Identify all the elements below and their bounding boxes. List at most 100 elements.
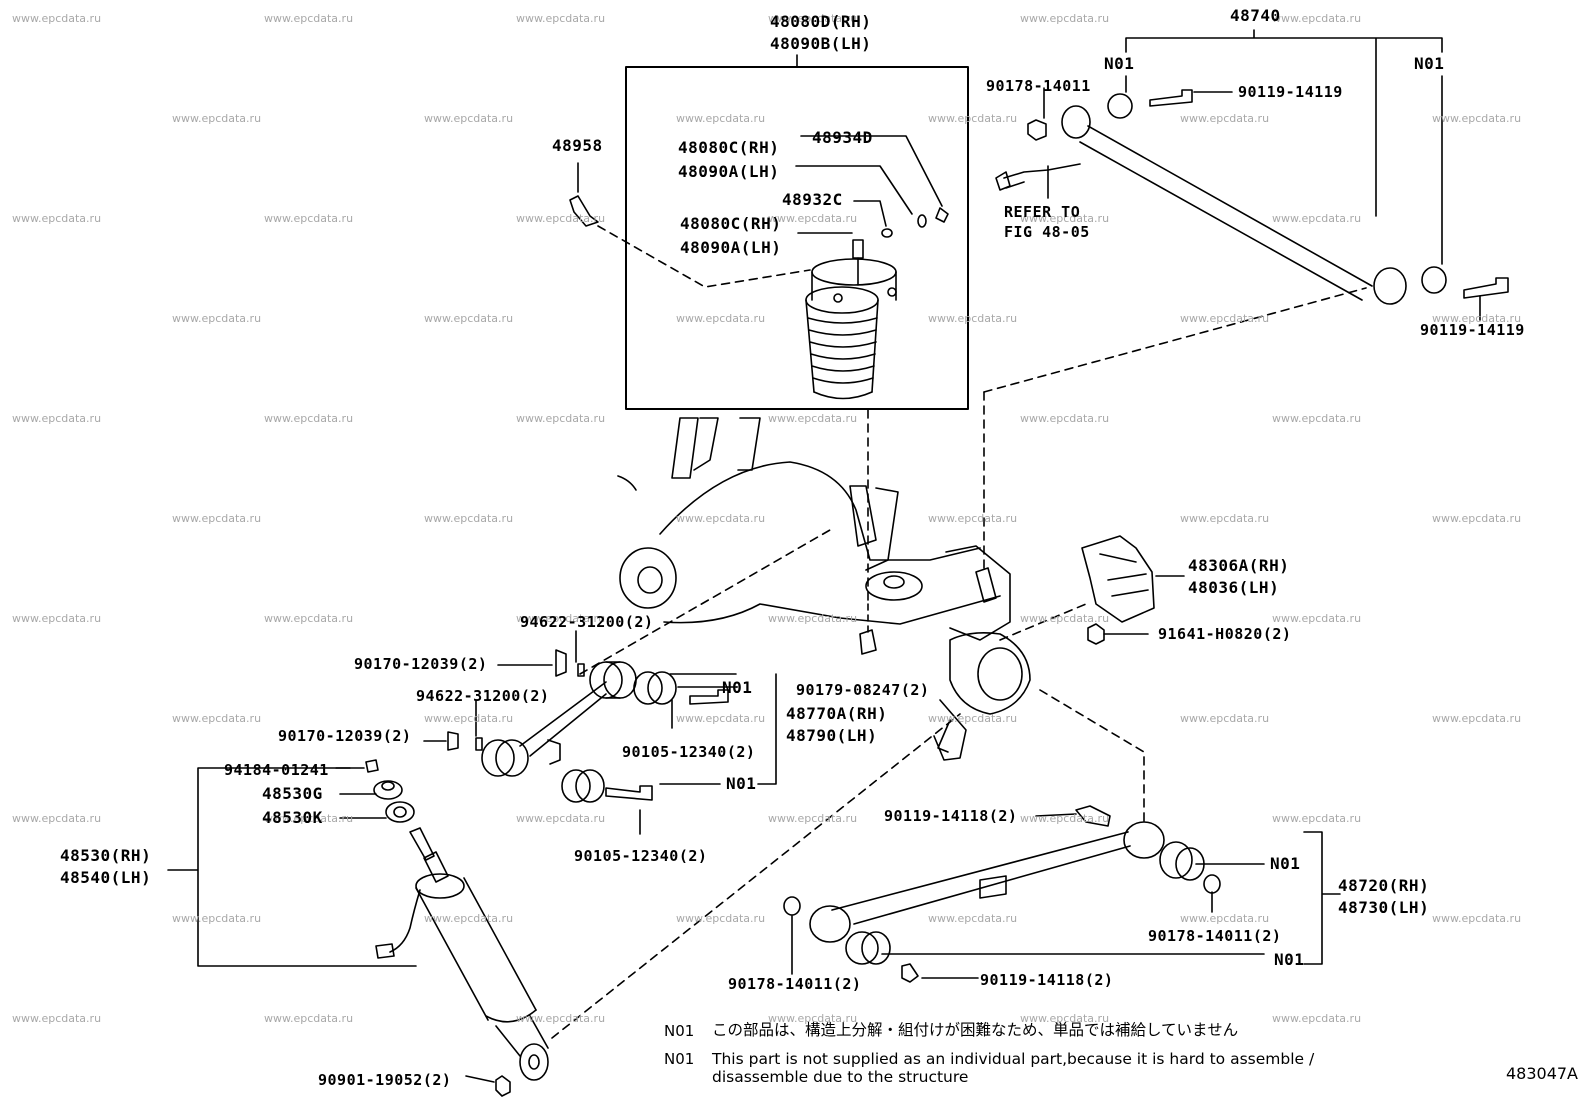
label-48530: 48530(RH) [60,846,152,865]
watermark-text: www.epcdata.ru [676,312,766,325]
watermark-text: www.epcdata.ru [264,1012,354,1025]
watermark-text: www.epcdata.ru [264,212,354,225]
watermark-text: www.epcdata.ru [928,512,1018,525]
watermark-text: www.epcdata.ru [676,112,766,125]
label-90179-08247: 90179-08247(2) [796,681,930,699]
watermark-text: www.epcdata.ru [12,12,102,25]
watermark-text: www.epcdata.ru [12,412,102,425]
label-48306a: 48306A(RH) [1188,556,1290,575]
watermark-text: www.epcdata.ru [172,712,262,725]
watermark-text: www.epcdata.ru [928,312,1018,325]
shock-absorber [365,759,549,1081]
watermark-text: www.epcdata.ru [928,112,1018,125]
watermark-text: www.epcdata.ru [1020,812,1110,825]
watermark-text: www.epcdata.ru [676,712,766,725]
watermark-text: www.epcdata.ru [1180,712,1270,725]
watermark-text: www.epcdata.ru [1272,12,1362,25]
label-94622-31200: 94622-31200(2) [520,613,654,631]
label-48720: 48720(RH) [1338,876,1430,895]
label-90105-12340: 90105-12340(2) [622,743,756,761]
watermark-text: www.epcdata.ru [516,612,606,625]
watermark-text: www.epcdata.ru [1020,612,1110,625]
watermark-text: www.epcdata.ru [264,412,354,425]
label-90178-14011: 90178-14011(2) [728,975,862,993]
figure-code: 483047A [1505,1064,1578,1083]
watermark-text: www.epcdata.ru [264,612,354,625]
watermark-text: www.epcdata.ru [1432,512,1522,525]
watermark-text: www.epcdata.ru [516,1012,606,1025]
cap-48934d [917,214,927,228]
axle-housing [617,417,1031,761]
watermark-text: www.epcdata.ru [424,512,514,525]
label-90178-14011: 90178-14011(2) [1148,927,1282,945]
watermark-text: www.epcdata.ru [1432,712,1522,725]
label-48530g: 48530G [262,784,323,803]
label-48730: 48730(LH) [1338,898,1430,917]
label-fig-48-05: FIG 48-05 [1004,223,1090,241]
bracket-48306a [1081,535,1155,623]
watermark-text: www.epcdata.ru [1020,12,1110,25]
label-n01: N01 [1274,950,1305,969]
label-refer-to: REFER TO [1004,203,1081,221]
watermark-text: www.epcdata.ru [676,912,766,925]
watermark-text: www.epcdata.ru [12,212,102,225]
watermark-text: www.epcdata.ru [516,412,606,425]
watermark-text: www.epcdata.ru [1020,1012,1110,1025]
label-n01: N01 [1414,54,1445,73]
watermark-text: www.epcdata.ru [768,212,858,225]
watermark-text: www.epcdata.ru [172,512,262,525]
watermark-text: www.epcdata.ru [424,912,514,925]
watermark-text: www.epcdata.ru [516,812,606,825]
watermark-text: www.epcdata.ru [1272,812,1362,825]
watermark-text: www.epcdata.ru [1020,412,1110,425]
watermark-text: www.epcdata.ru [676,512,766,525]
watermark-text: www.epcdata.ru [768,1012,858,1025]
air-spring-bellows [805,239,897,400]
watermark-text: www.epcdata.ru [516,212,606,225]
clip-48934d [935,207,949,223]
watermark-text: www.epcdata.ru [172,912,262,925]
upper-control-arm [995,89,1509,305]
label-48080d: 48080D(RH) [770,12,872,31]
watermark-text: www.epcdata.ru [1432,112,1522,125]
label-48090a: 48090A(LH) [678,162,780,181]
note-code: N01 [664,1050,695,1068]
note-japanese: この部品は、構造上分解・組付けが困難なため、単品では補給していません [712,1021,1239,1039]
watermark-text: www.epcdata.ru [1180,912,1270,925]
watermark-text: www.epcdata.ru [172,312,262,325]
watermark-text: www.epcdata.ru [264,12,354,25]
label-48932c: 48932C [782,190,843,209]
watermark-text: www.epcdata.ru [1180,512,1270,525]
label-90170-12039: 90170-12039(2) [354,655,488,673]
label-48540: 48540(LH) [60,868,152,887]
o-ring-48932c [881,228,893,238]
lower-control-arm [783,805,1221,983]
label-48530k: 48530K [262,808,323,827]
label-90119-14118: 90119-14118(2) [884,807,1018,825]
trailing-arm-48770a [481,661,677,803]
label-91641-h0820: 91641-H0820(2) [1158,625,1292,643]
watermark-text: www.epcdata.ru [12,1012,102,1025]
label-n01: N01 [1270,854,1301,873]
watermark-text: www.epcdata.ru [768,812,858,825]
label-94184-01241: 94184-01241 [224,761,329,779]
watermark-text: www.epcdata.ru [928,712,1018,725]
label-90178-14011: 90178-14011 [986,77,1091,95]
note-english-line1: This part is not supplied as an individu… [712,1050,1315,1068]
watermark-text: www.epcdata.ru [768,612,858,625]
watermark-text: www.epcdata.ru [1272,212,1362,225]
watermark-text: www.epcdata.ru [1432,912,1522,925]
label-90105-12340: 90105-12340(2) [574,847,708,865]
label-48934d: 48934D [812,128,873,147]
watermark-text: www.epcdata.ru [172,112,262,125]
watermark-text: www.epcdata.ru [1432,312,1522,325]
label-48790: 48790(LH) [786,726,878,745]
watermark-text: www.epcdata.ru [768,12,858,25]
watermark-text: www.epcdata.ru [928,912,1018,925]
label-48090a: 48090A(LH) [680,238,782,257]
note-english-line2: disassemble due to the structure [712,1068,969,1086]
watermark-text: www.epcdata.ru [1180,312,1270,325]
label-48080c: 48080C(RH) [680,214,782,233]
label-94622-31200: 94622-31200(2) [416,687,550,705]
